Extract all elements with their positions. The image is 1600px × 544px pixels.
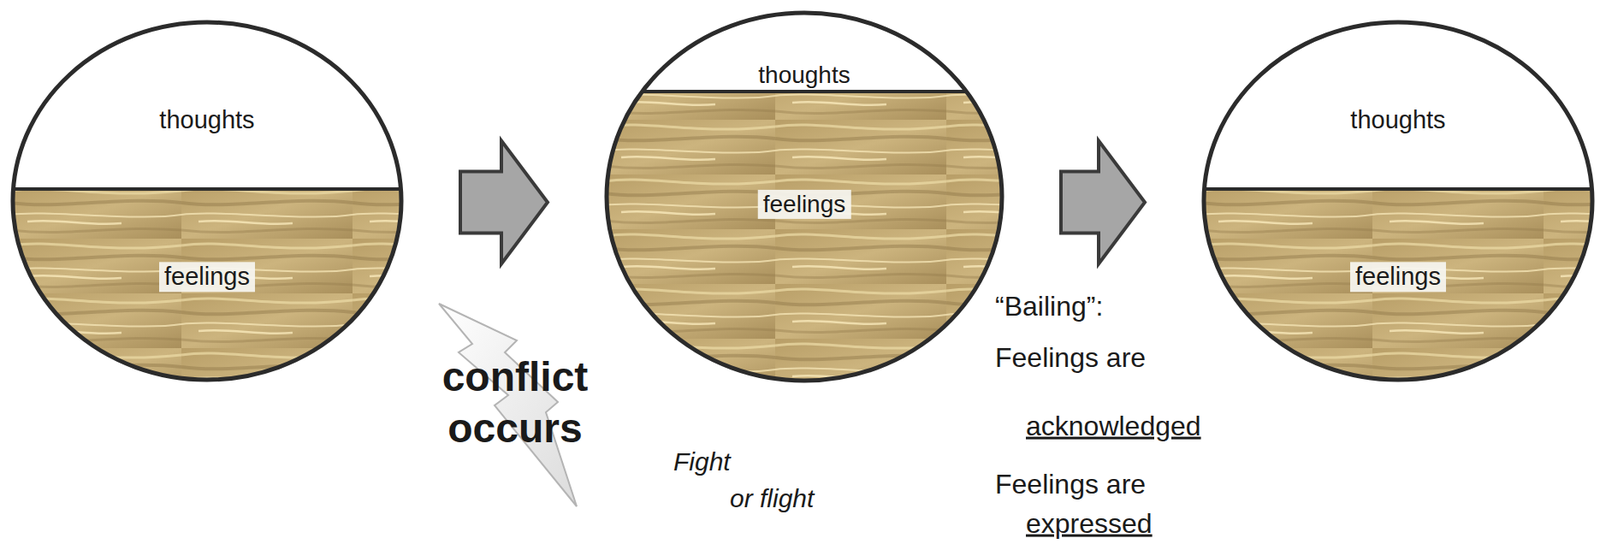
block-arrow	[460, 141, 548, 265]
lightning-bolt	[438, 303, 577, 507]
state-circle: thoughts feelings	[604, 10, 1005, 384]
note-text: Fight	[673, 447, 731, 478]
region-label: thoughts	[159, 106, 255, 135]
note-text: Feelings are	[995, 468, 1146, 501]
state-circle: thoughts feelings	[1201, 19, 1595, 383]
feelings-water	[12, 189, 402, 380]
region-label: thoughts	[758, 61, 850, 89]
note-text: expressed	[1025, 508, 1153, 540]
feelings-water	[1203, 189, 1593, 380]
note-text: or flight	[729, 484, 814, 515]
state-circle: thoughts feelings	[10, 19, 404, 383]
note-text: acknowledged	[1025, 410, 1202, 443]
circle-outline	[1201, 19, 1595, 383]
region-label: feelings	[159, 261, 255, 292]
feelings-water	[606, 91, 1002, 381]
block-arrow	[1060, 141, 1145, 265]
note-text: Feelings are	[995, 342, 1146, 374]
circle-outline	[10, 19, 404, 383]
event-label: conflict occurs	[412, 351, 618, 455]
region-label: feelings	[758, 189, 852, 220]
note-text: “Bailing”:	[995, 290, 1103, 323]
region-label: thoughts	[1350, 106, 1446, 135]
region-label: feelings	[1350, 261, 1446, 292]
